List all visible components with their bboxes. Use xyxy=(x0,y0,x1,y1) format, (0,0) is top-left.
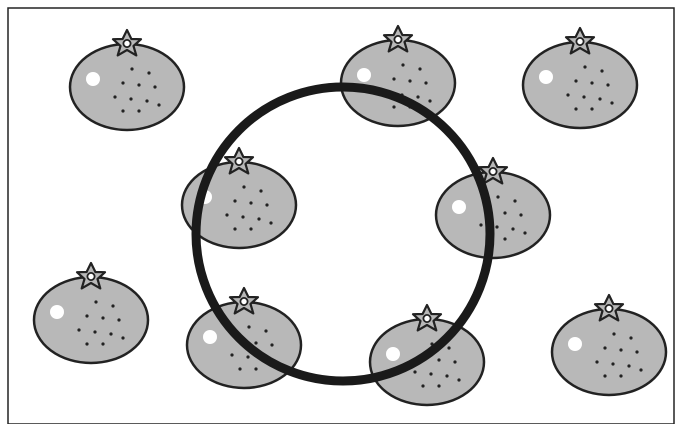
tangerine-icon xyxy=(341,26,455,126)
tangerine-icon xyxy=(34,263,148,363)
tangerine-icon xyxy=(523,28,637,128)
tangerine-icon xyxy=(70,30,184,130)
tangerine-icon xyxy=(552,295,666,395)
